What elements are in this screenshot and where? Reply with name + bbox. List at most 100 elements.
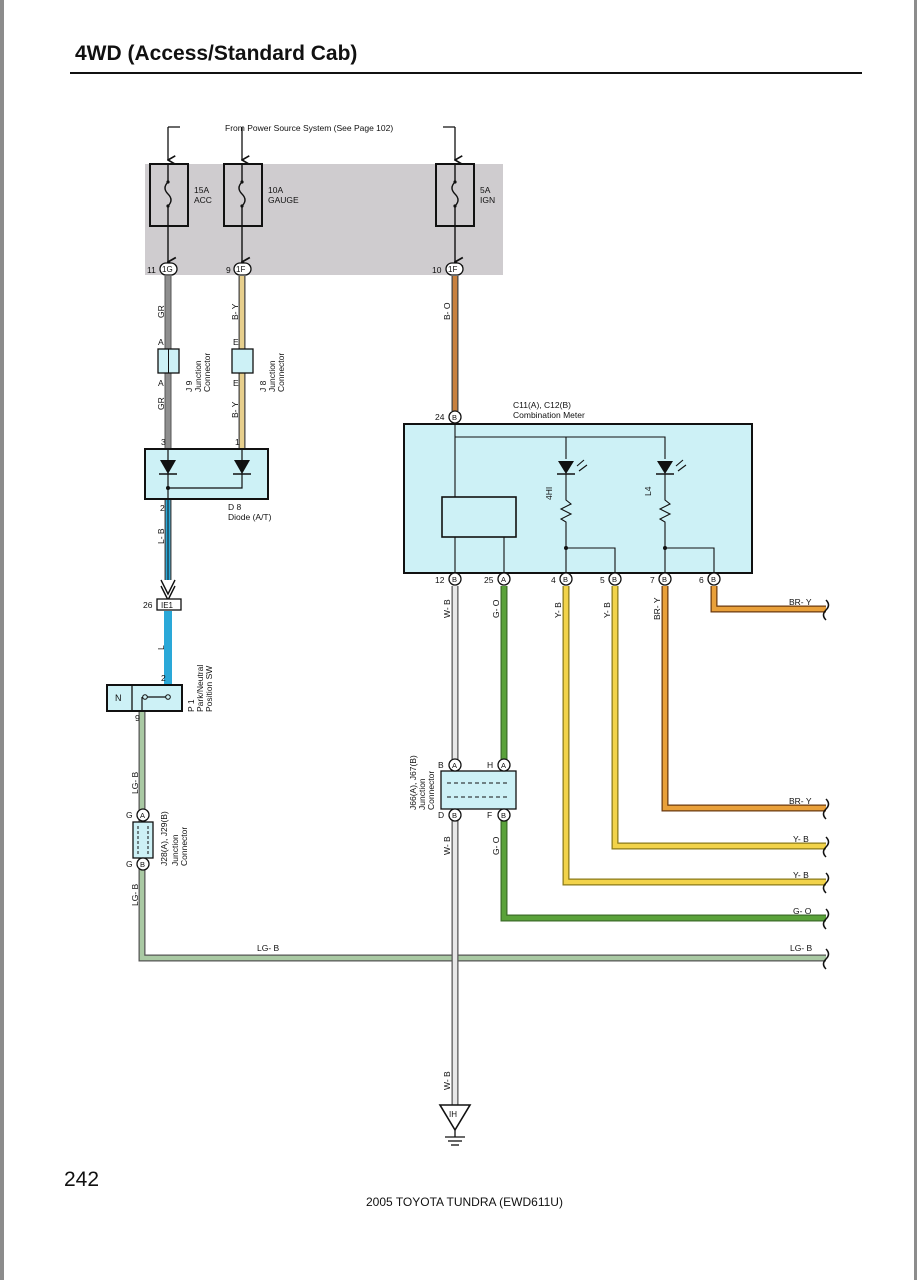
svg-text:G: G [126, 810, 133, 820]
svg-text:12: 12 [435, 575, 445, 585]
svg-text:J66(A), J67(B): J66(A), J67(B) [408, 755, 418, 810]
svg-text:6: 6 [699, 575, 704, 585]
svg-text:B: B [452, 811, 457, 820]
diode-d8: 3 1 2 D 8 Diode (A/T) [144, 437, 272, 522]
page-frame-right [914, 0, 917, 1280]
svg-text:B: B [452, 575, 457, 584]
svg-text:Junction: Junction [193, 360, 203, 392]
svg-text:E: E [233, 337, 239, 347]
svg-text:B: B [452, 413, 457, 422]
svg-text:Park/Neutral: Park/Neutral [195, 665, 205, 712]
svg-text:4: 4 [551, 575, 556, 585]
svg-text:E: E [233, 378, 239, 388]
svg-text:B: B [501, 811, 506, 820]
svg-text:Connector: Connector [426, 771, 436, 810]
junction-j9: A A J 9 Junction Connector [157, 337, 212, 392]
svg-text:A: A [158, 337, 164, 347]
jb-pin-1f-ign: 1F 10 [432, 262, 464, 276]
svg-text:Junction: Junction [417, 778, 427, 810]
svg-text:Connector: Connector [202, 353, 212, 392]
svg-text:A: A [501, 575, 506, 584]
wire-label-b-y: B- Y [230, 401, 240, 418]
svg-text:B: B [563, 575, 568, 584]
wire-label-y-b: Y- B [793, 870, 809, 880]
wire-label-l: L [156, 645, 166, 650]
fuse-name: GAUGE [268, 195, 299, 205]
svg-text:B: B [711, 575, 716, 584]
page-number: 242 [64, 1168, 100, 1191]
svg-text:B: B [438, 760, 444, 770]
wire-label-gr: GR [156, 397, 166, 410]
svg-text:N: N [115, 693, 122, 703]
svg-text:1: 1 [235, 437, 240, 447]
wire-label-g-o: G- O [491, 836, 501, 855]
svg-text:9: 9 [135, 713, 140, 723]
wire-g-o [500, 586, 826, 922]
svg-text:1F: 1F [448, 265, 457, 274]
svg-text:24: 24 [435, 412, 445, 422]
wire-label-y-b: Y- B [553, 602, 563, 618]
ground-ih: IH [438, 1104, 472, 1146]
fuse-amp: 5A [480, 185, 491, 195]
wire-end-marks [822, 599, 830, 970]
fuse-name: ACC [194, 195, 212, 205]
svg-text:Combination Meter: Combination Meter [513, 410, 585, 420]
svg-text:11: 11 [147, 265, 156, 275]
wire-label-b-o: B- O [442, 302, 452, 320]
svg-text:1F: 1F [236, 265, 245, 274]
meter-pin-6: B6 [699, 572, 721, 586]
wire-label-lg-b: LG- B [130, 883, 140, 906]
wire-label-b-y: B- Y [230, 303, 240, 320]
wire-label-lg-b: LG- B [130, 771, 140, 794]
svg-text:D: D [438, 810, 444, 820]
page-frame-left [0, 0, 4, 1280]
svg-text:Connector: Connector [179, 827, 189, 866]
svg-text:B: B [612, 575, 617, 584]
wire-lg-b [138, 711, 826, 962]
svg-text:D 8: D 8 [228, 502, 242, 512]
svg-text:G: G [126, 859, 133, 869]
wire-label-l-b: L- B [156, 528, 166, 544]
document-footer: 2005 TOYOTA TUNDRA (EWD611U) [366, 1195, 563, 1209]
svg-text:H: H [487, 760, 493, 770]
svg-text:3: 3 [161, 437, 166, 447]
junction-j66-j67: A A B B B H D F J66(A), J67(B) Junction … [408, 755, 517, 822]
wire-label-br-y: BR- Y [789, 597, 812, 607]
svg-text:A: A [501, 761, 506, 770]
svg-text:25: 25 [484, 575, 494, 585]
svg-text:10: 10 [432, 265, 442, 275]
connector-ie1: IE1 26 [143, 598, 182, 611]
junction-j28-j29: A B G G J28(A), J29(B) Junction Connecto… [126, 808, 189, 871]
svg-text:J28(A), J29(B): J28(A), J29(B) [159, 811, 169, 866]
meter-pin-4: B4 [551, 572, 573, 586]
meter-pin-5: B5 [600, 572, 622, 586]
wire-label-gr: GR [156, 305, 166, 318]
svg-text:7: 7 [650, 575, 655, 585]
meter-pin-12: B 12 [435, 572, 462, 586]
wire-label-g-o: G- O [491, 599, 501, 618]
svg-text:5: 5 [600, 575, 605, 585]
fuse-amp: 15A [194, 185, 209, 195]
svg-text:2: 2 [160, 503, 165, 513]
wire-label-w-b: W- B [442, 1071, 452, 1090]
wire-label-lg-b: LG- B [257, 943, 280, 953]
fuse-acc: 15A ACC [149, 163, 212, 227]
park-neutral-switch-p1: N 2 9 P 1 Park/Neutral Position SW [106, 665, 214, 723]
fuse-amp: 10A [268, 185, 283, 195]
meter-pin-25: A 25 [484, 572, 511, 586]
svg-text:A: A [452, 761, 457, 770]
fuse-gauge: 10A GAUGE [223, 163, 299, 227]
feed-arrow-ign [443, 126, 455, 160]
wire-br-y-7 [661, 586, 826, 812]
svg-text:2: 2 [161, 673, 166, 683]
lamp-4hi-label: 4HI [544, 487, 554, 500]
svg-text:1G: 1G [162, 265, 173, 274]
svg-text:26: 26 [143, 600, 153, 610]
wire-y-b-5 [611, 586, 826, 850]
svg-text:P 1: P 1 [186, 699, 196, 712]
svg-text:IH: IH [449, 1110, 457, 1119]
svg-text:Position SW: Position SW [204, 666, 214, 712]
svg-text:B: B [662, 575, 667, 584]
svg-text:A: A [140, 811, 145, 820]
